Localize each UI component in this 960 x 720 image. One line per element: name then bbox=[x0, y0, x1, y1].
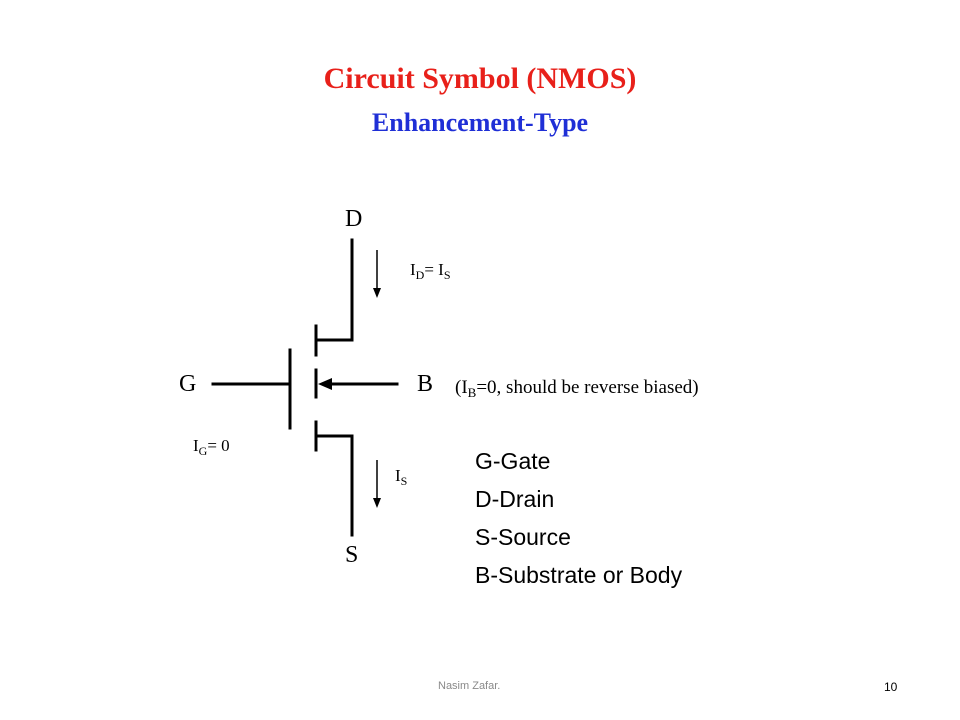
gate-label: G bbox=[179, 371, 197, 397]
drain-current-label: ID= IS bbox=[410, 260, 451, 282]
terminal-legend: G-Gate D-Drain S-Source B-Substrate or B… bbox=[475, 442, 682, 594]
legend-item-body: B-Substrate or Body bbox=[475, 562, 683, 588]
source-label: S bbox=[345, 542, 359, 568]
source-current-arrowhead bbox=[373, 498, 381, 508]
legend-item-drain: D-Drain bbox=[475, 486, 555, 512]
body-bias-note: (IB=0, should be reverse biased) bbox=[455, 377, 699, 400]
page-number: 10 bbox=[884, 680, 898, 694]
legend-item-gate: G-Gate bbox=[475, 448, 551, 474]
slide-title: Circuit Symbol (NMOS) bbox=[323, 62, 637, 95]
source-current-label: IS bbox=[395, 466, 408, 488]
slide-subtitle: Enhancement-Type bbox=[371, 108, 589, 137]
body-arrowhead bbox=[318, 378, 332, 390]
footer-author: Nasim Zafar. bbox=[438, 680, 501, 692]
drain-current-arrowhead bbox=[373, 288, 381, 298]
body-label: B bbox=[417, 371, 434, 397]
drain-label: D bbox=[345, 206, 363, 232]
gate-current-label: IG= 0 bbox=[193, 436, 230, 458]
legend-item-source: S-Source bbox=[475, 524, 571, 550]
